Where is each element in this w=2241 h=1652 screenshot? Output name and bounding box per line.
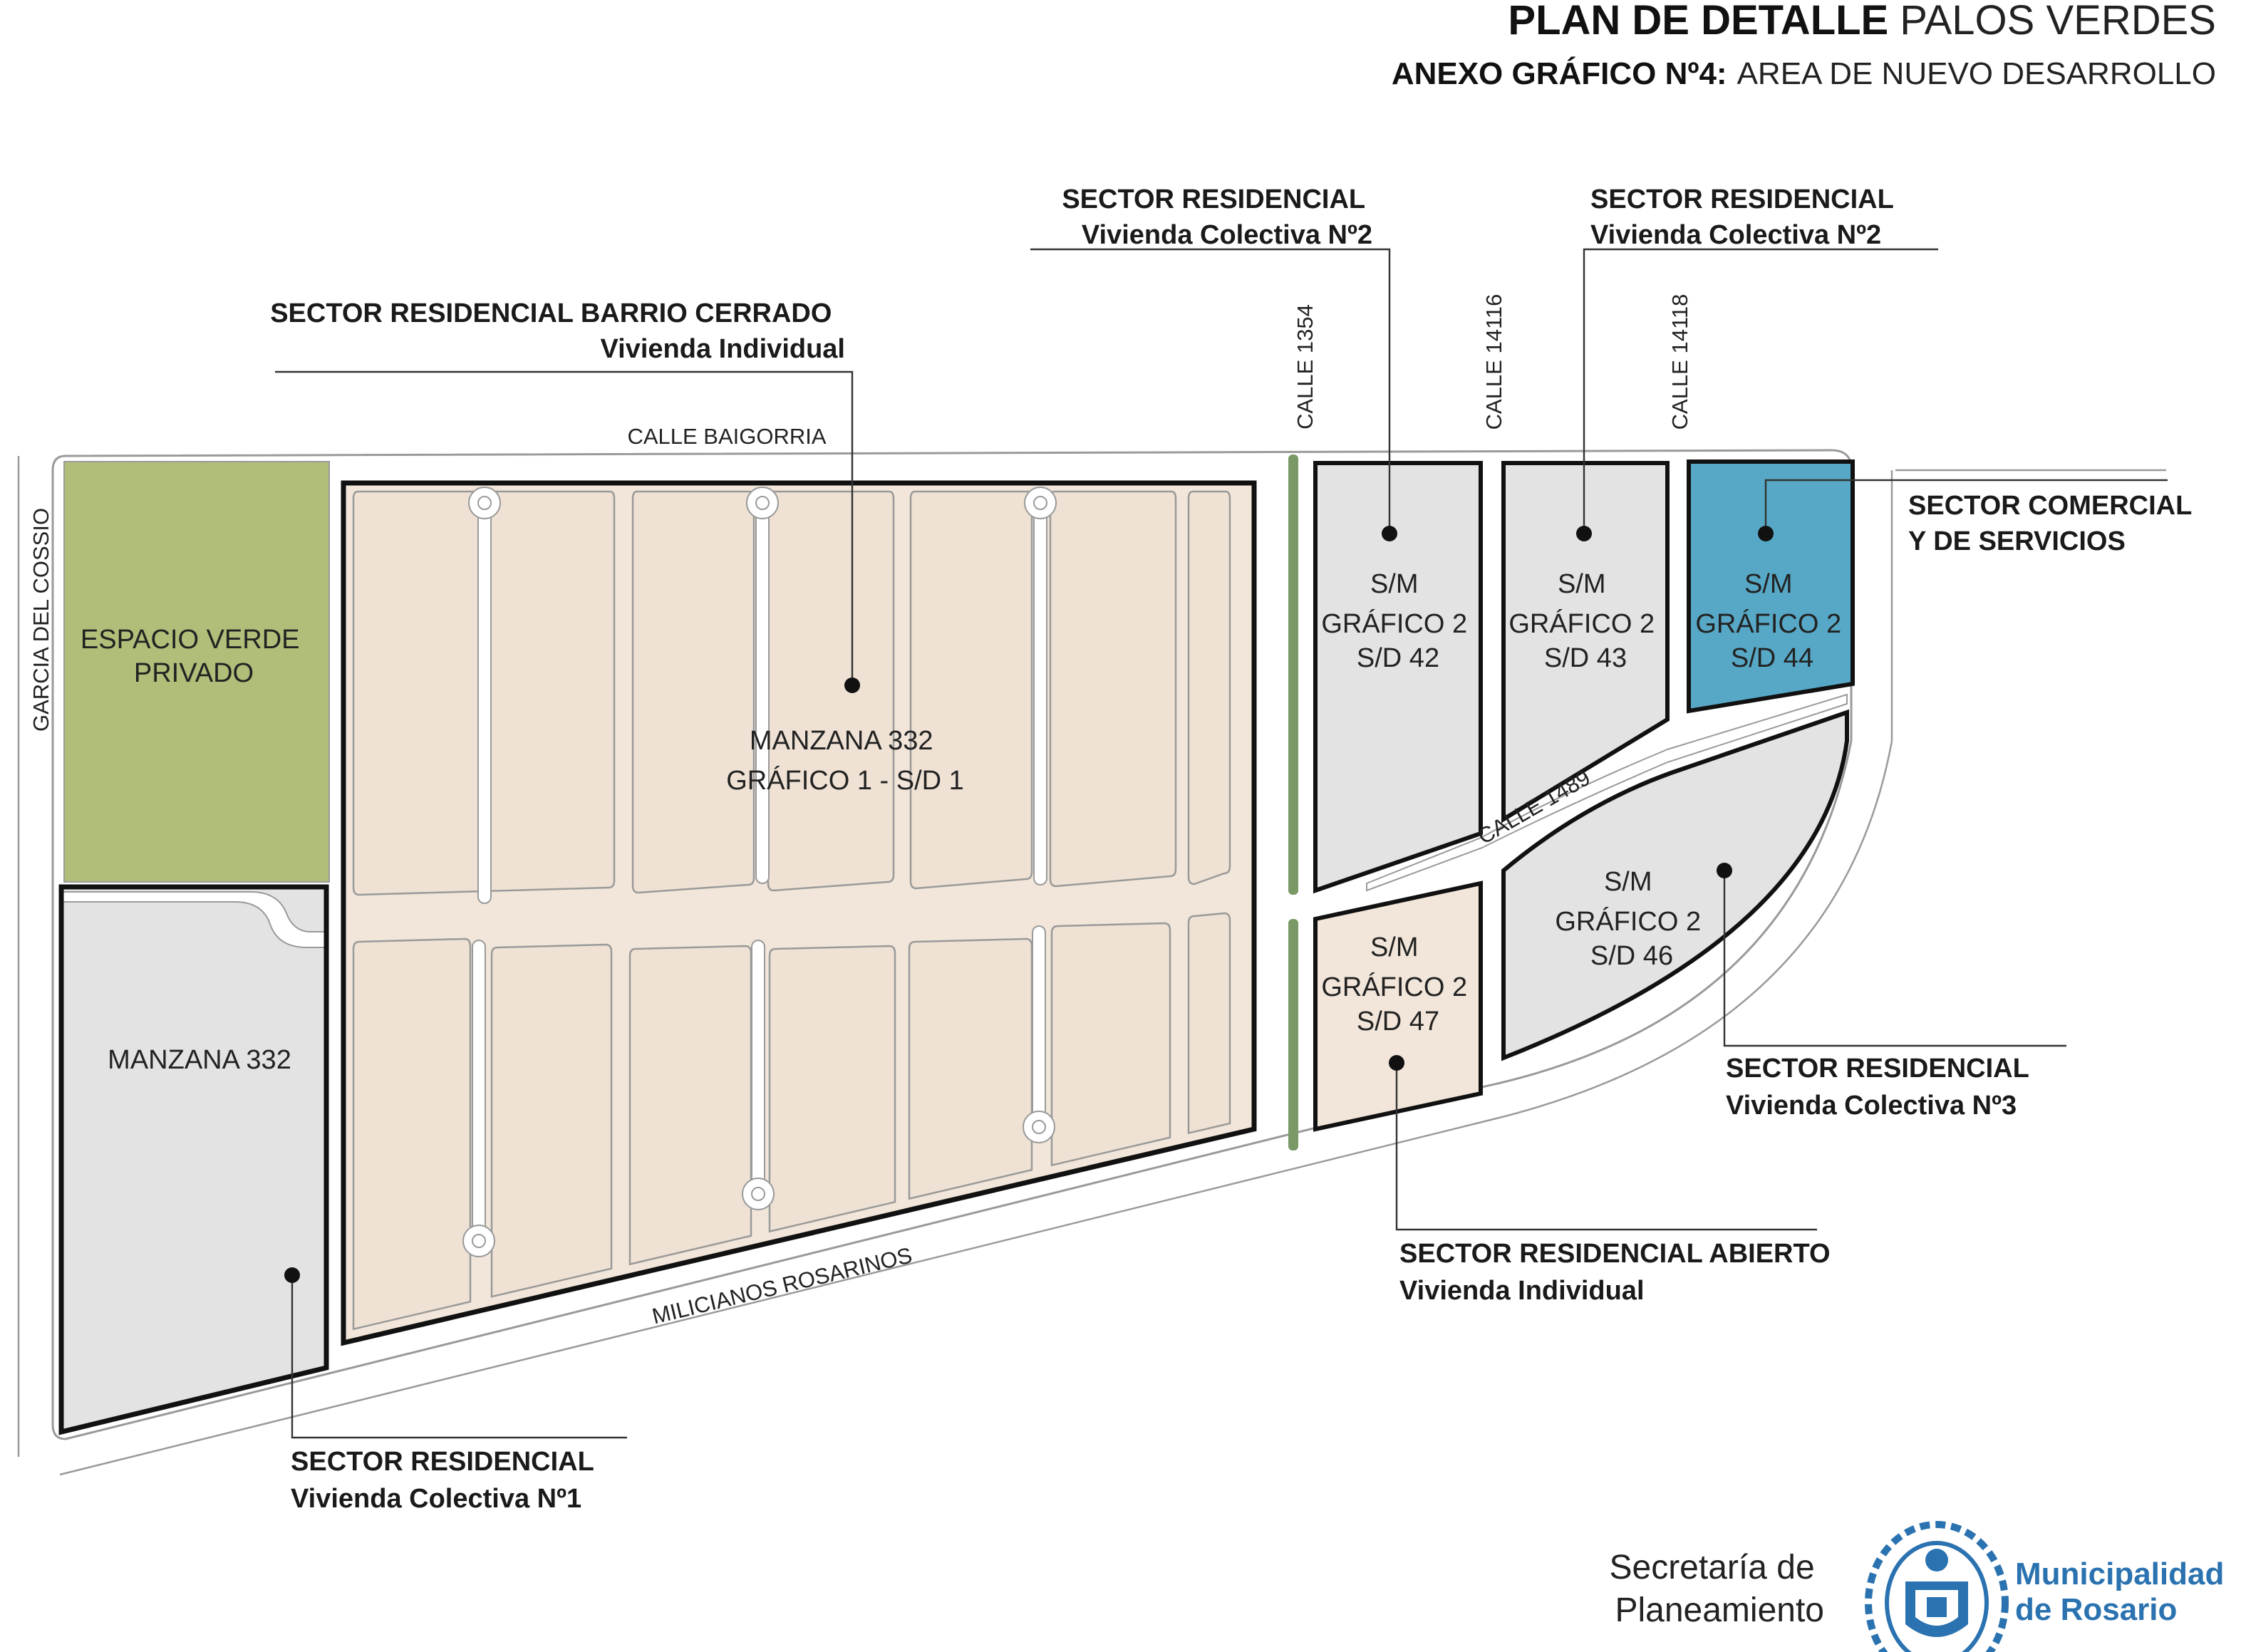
leader-colectiva1 (291, 1279, 627, 1439)
leader-colectiva2-a (1030, 248, 1391, 527)
cul-de-sac-end (742, 1178, 775, 1210)
dot-sd46 (1717, 863, 1732, 878)
sd44-label: S/M GRÁFICO 2 S/D 44 (1695, 569, 1848, 673)
manzana-332-left-label: MANZANA 332 (108, 1045, 291, 1075)
municipalidad-label: Municipalidad de Rosario (2015, 1557, 2233, 1627)
callout-colectiva2-b: SECTOR RESIDENCIAL Vivienda Colectiva Nº… (1590, 185, 1901, 250)
right-block-labels: S/M GRÁFICO 2 S/D 42 S/M GRÁFICO 2 S/D 4… (1321, 569, 1848, 1037)
callout-barrio-cerrado: SECTOR RESIDENCIAL BARRIO CERRADO Vivien… (270, 298, 845, 364)
lot-north (1187, 490, 1231, 885)
callout-colectiva1: SECTOR RESIDENCIAL Vivienda Colectiva Nº… (291, 1447, 601, 1514)
leader-barrio-cerrado (275, 370, 854, 682)
manzana-332-main-label: MANZANA 332 GRÁFICO 1 - S/D 1 (726, 726, 964, 796)
callout-colectiva2-a: SECTOR RESIDENCIAL Vivienda Colectiva Nº… (1062, 185, 1372, 250)
leader-colectiva3 (1723, 875, 2066, 1047)
street-baigorria: CALLE BAIGORRIA (627, 424, 826, 449)
street-14116: CALLE 14116 (1481, 294, 1506, 430)
dot-barrio-cerrado (844, 677, 860, 693)
dot-manzana-332-left (284, 1267, 300, 1283)
cul-de-sac-end (746, 487, 779, 519)
street-1354: CALLE 1354 (1293, 304, 1318, 430)
sd44-block (1687, 459, 1855, 714)
lot-south (628, 945, 752, 1266)
leader-comercial (1764, 479, 2168, 527)
cul-de-sac-north (755, 502, 770, 884)
lot-north (1049, 490, 1177, 888)
sd46-label: S/M GRÁFICO 2 S/D 46 (1555, 867, 1708, 971)
cul-de-sac-end (462, 1225, 495, 1257)
lot-south (352, 937, 472, 1331)
lot-north (909, 490, 1033, 890)
sd47-label: S/M GRÁFICO 2 S/D 47 (1321, 933, 1474, 1037)
sd47-block (1313, 880, 1483, 1132)
callout-comercial: SECTOR COMERCIAL Y DE SERVICIOS (1908, 491, 2199, 556)
cul-de-sac-north (1033, 502, 1047, 885)
green-strip-south (1288, 919, 1298, 1150)
cul-de-sac-north (477, 502, 492, 904)
dot-sd44 (1758, 526, 1774, 541)
lot-south (768, 945, 896, 1233)
cul-de-sac-end (468, 487, 501, 519)
leader-abierto (1395, 1066, 1817, 1231)
lot-south (490, 943, 613, 1298)
barrio-cerrado-lots (352, 487, 1231, 1331)
cul-de-sac-end (1023, 1111, 1055, 1143)
espacio-verde-label: ESPACIO VERDE PRIVADO (81, 625, 307, 688)
cul-de-sac-end (1024, 487, 1057, 519)
lot-south (1187, 912, 1231, 1135)
manzana-332-left-outline (58, 884, 329, 1435)
callout-colectiva3: SECTOR RESIDENCIAL Vivienda Colectiva Nº… (1726, 1054, 2036, 1121)
secretaria-label: Secretaría de Planeamiento (1609, 1549, 1824, 1629)
dot-sd43 (1576, 526, 1592, 541)
title-light: PALOS VERDES (1900, 0, 2216, 43)
svg-text:ANEXO GRÁFICO Nº4:AREA DE NUEV: ANEXO GRÁFICO Nº4: AREA DE NUEVO DESARROL… (1392, 56, 2216, 91)
cul-de-sac-south (1032, 925, 1046, 1128)
dot-sd47 (1389, 1055, 1404, 1071)
footer: Secretaría de Planeamiento Municipalidad… (1609, 1521, 2233, 1652)
lot-north (767, 490, 895, 892)
title-bold: PLAN DE DETALLE (1508, 0, 1888, 43)
sd46-block (1501, 709, 1849, 1061)
rosario-emblem-icon (1865, 1521, 2009, 1652)
lot-north (631, 490, 755, 894)
subtitle-light: AREA DE NUEVO DESARROLLO (1737, 56, 2216, 91)
sd43-block (1501, 461, 1670, 824)
calle-1489-lane (1366, 693, 1848, 892)
manzana-332-main-outline (341, 480, 1257, 1346)
green-strip-north (1288, 454, 1298, 895)
street-14118: CALLE 14118 (1667, 294, 1692, 430)
lot-south (908, 937, 1033, 1200)
callout-abierto: SECTOR RESIDENCIAL ABIERTO Vivienda Indi… (1399, 1239, 1838, 1306)
cul-de-sac-south (751, 940, 765, 1195)
sd43-label: S/M GRÁFICO 2 S/D 43 (1508, 569, 1662, 673)
subtitle-bold: ANEXO GRÁFICO Nº4: (1392, 56, 1727, 91)
lot-south (1050, 922, 1171, 1167)
sd42-block (1313, 461, 1483, 894)
callouts: SECTOR RESIDENCIAL BARRIO CERRADO Vivien… (270, 185, 2199, 1514)
dot-sd42 (1382, 526, 1397, 541)
header: PLAN DE DETALLE PALOS VERDES ANEXO GRÁFIC… (1392, 0, 2216, 91)
cul-de-sac-south (472, 940, 486, 1242)
manzana-332-left-block (61, 887, 326, 1432)
espacio-verde-block (63, 461, 330, 883)
street-garcia-del-cossio: GARCIA DEL COSSIO (29, 508, 53, 732)
outer-street-edge (59, 469, 2166, 1476)
leader-colectiva2-b (1583, 248, 1938, 527)
sd42-label: S/M GRÁFICO 2 S/D 42 (1321, 569, 1474, 673)
